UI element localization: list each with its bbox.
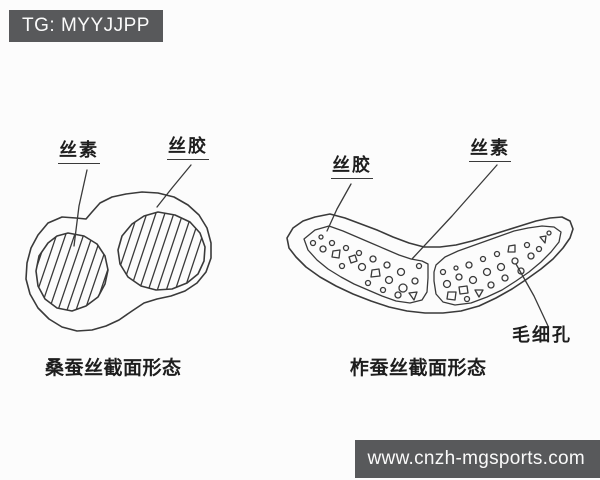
tussah-left-pores: [309, 234, 423, 301]
capillary-pore-leader-line: [515, 263, 549, 327]
tussah-outer-boundary: [286, 213, 574, 314]
mulberry-fibroin-left-blob: [35, 232, 109, 312]
mulberry-fibroin-leader-line: [73, 169, 88, 247]
tussah-sericin-label: 丝胶: [331, 155, 373, 179]
tussah-figure-drawing: [286, 164, 574, 327]
mulberry-right-hatching: [118, 212, 205, 290]
capillary-pore-label: 毛细孔: [512, 325, 572, 345]
mulberry-figure-caption: 桑蚕丝截面形态: [45, 358, 182, 379]
tussah-sericin-leader-line: [326, 183, 352, 232]
mulberry-fibroin-label: 丝素: [58, 140, 100, 164]
website-watermark: www.cnzh-mgsports.com: [354, 440, 600, 478]
telegram-tag-badge: TG: MYYJJPP: [9, 10, 163, 42]
tussah-fibroin-right-region: [433, 225, 562, 306]
mulberry-fibroin-right-blob: [117, 211, 206, 291]
mulberry-figure-drawing: [25, 164, 212, 332]
mulberry-sericin-leader-line: [156, 164, 192, 208]
tussah-fibroin-label: 丝素: [469, 138, 511, 162]
tussah-fibroin-left-region: [303, 225, 429, 304]
tussah-figure-caption: 柞蚕丝截面形态: [350, 358, 487, 379]
mulberry-sericin-label: 丝胶: [167, 136, 209, 160]
tussah-fibroin-leader-line: [411, 164, 498, 260]
tussah-right-pores: [439, 230, 552, 303]
mulberry-outer-boundary: [25, 191, 212, 332]
